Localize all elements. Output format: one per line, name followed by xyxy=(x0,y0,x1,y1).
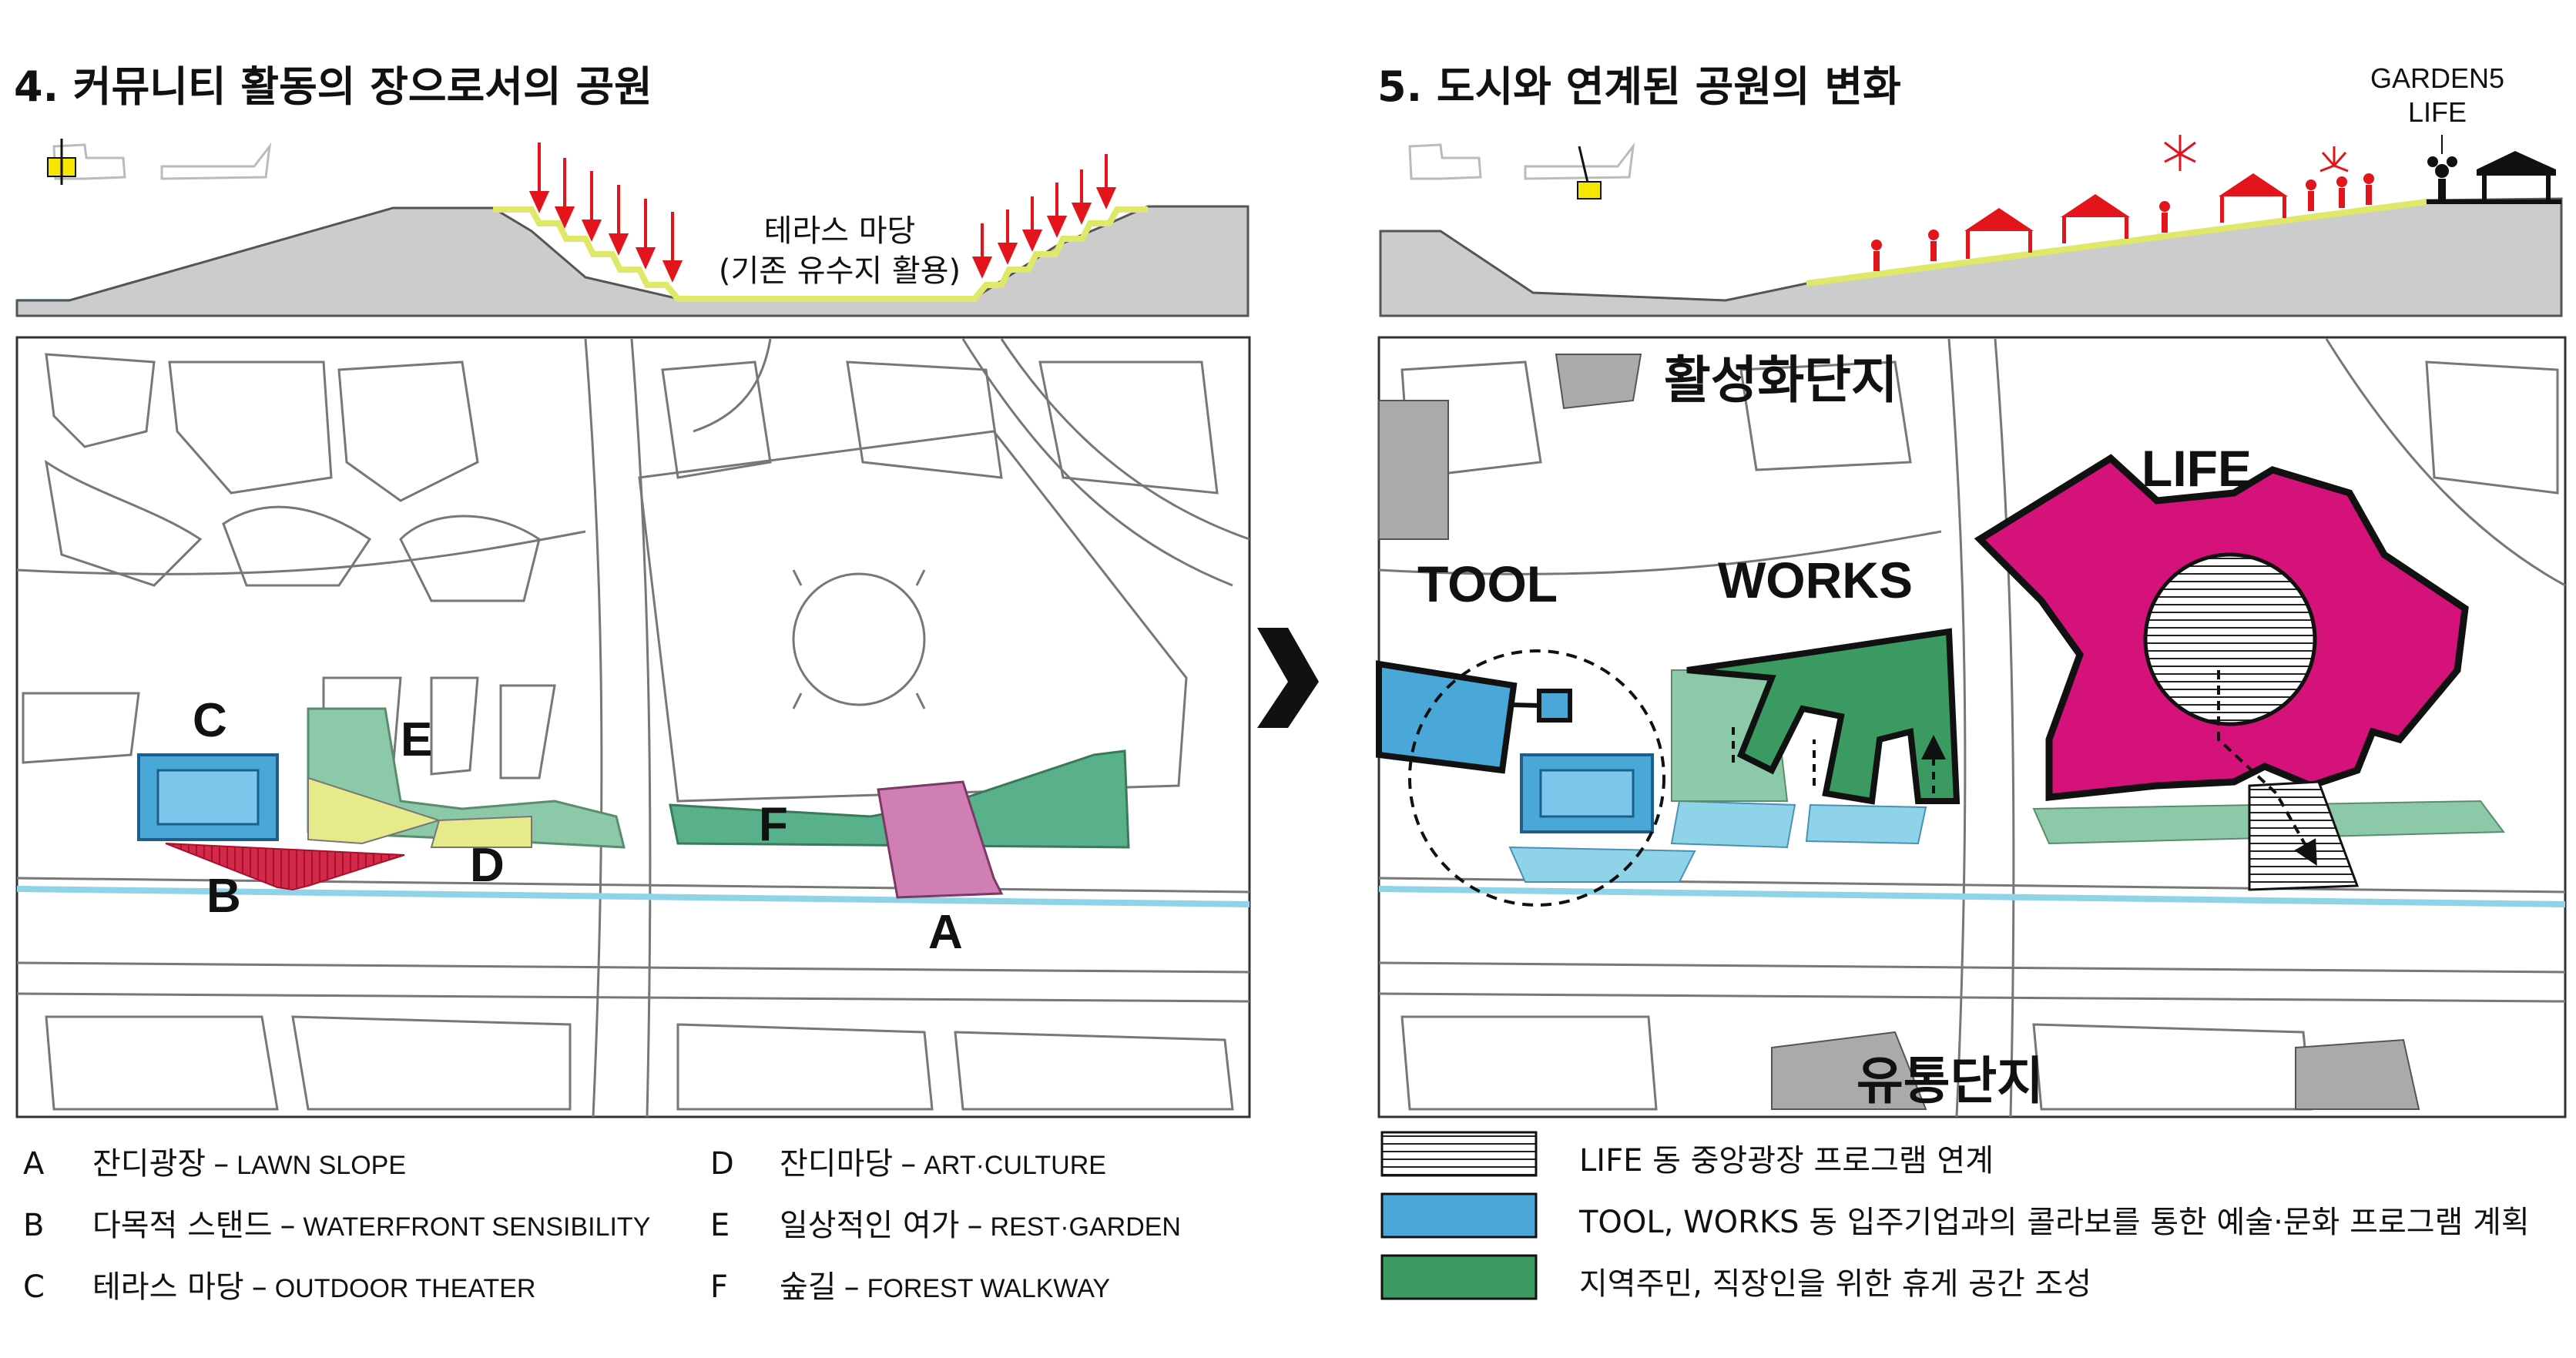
legend-key: B xyxy=(23,1208,45,1243)
works-building xyxy=(1686,628,1961,805)
yellow-marker-icon xyxy=(1577,181,1602,200)
label-e: E xyxy=(401,713,433,766)
legend-en: LAWN SLOPE xyxy=(236,1151,407,1180)
firework-icon xyxy=(2164,135,2196,171)
person-icon xyxy=(2363,173,2374,205)
garden5-line2: LIFE xyxy=(2407,96,2467,128)
legend-dash: – xyxy=(901,1146,917,1182)
legend-ko: 잔디마당 xyxy=(780,1146,894,1182)
arrow-down-icon xyxy=(1095,154,1117,210)
key-map-thumbnail xyxy=(52,142,272,180)
legend-ko: 일상적인 여가 xyxy=(780,1208,960,1243)
label-a: A xyxy=(928,906,963,959)
arrow-down-icon xyxy=(662,212,683,283)
legend-item-f: F 숲길 – FOREST WALKWAY xyxy=(710,1262,1110,1306)
legend-text-hatch: LIFE 동 중앙광장 프로그램 연계 xyxy=(1579,1143,1994,1179)
legend-dash: – xyxy=(844,1269,860,1305)
arrow-down-icon xyxy=(1071,169,1092,225)
arrow-down-icon xyxy=(635,199,656,270)
person-icon xyxy=(1928,230,1939,261)
label-tool: TOOL xyxy=(1417,555,1558,612)
firework-icon xyxy=(2319,146,2349,173)
person-icon xyxy=(2336,176,2347,208)
arrow-down-icon xyxy=(971,223,993,279)
legend-item-c: C 테라스 마당 – OUTDOOR THEATER xyxy=(23,1262,535,1306)
label-north-district: 활성화단지 xyxy=(1664,350,1898,410)
legend-ko: 테라스 마당 xyxy=(92,1269,244,1305)
life-central-plaza xyxy=(2143,552,2317,726)
legend-key: D xyxy=(710,1146,734,1182)
label-d: D xyxy=(470,839,505,892)
arrow-down-icon xyxy=(1046,183,1068,238)
zone-d-lawn xyxy=(307,776,442,845)
tent-icon xyxy=(1964,208,2034,259)
arrow-down-icon xyxy=(528,143,550,213)
label-south-district: 유통단지 xyxy=(1857,1051,2044,1111)
label-life: LIFE xyxy=(2142,440,2252,497)
pavilion-icon xyxy=(2477,151,2556,202)
garden5-line1: GARDEN5 xyxy=(2370,62,2505,94)
tool-building xyxy=(1376,660,1518,774)
arrow-down-icon xyxy=(608,185,629,256)
legend-dash: – xyxy=(967,1208,983,1243)
legend-key: A xyxy=(23,1146,45,1182)
legend-item-e: E 일상적인 여가 – REST·GARDEN xyxy=(710,1200,1181,1245)
legend-ko: 숲길 xyxy=(780,1269,837,1305)
person-icon xyxy=(2159,201,2170,233)
legend-item-b: B 다목적 스탠드 – WATERFRONT SENSIBILITY xyxy=(23,1200,650,1245)
legend-en: REST·GARDEN xyxy=(990,1212,1181,1242)
legend-en: ART·CULTURE xyxy=(924,1151,1106,1180)
legend-key: C xyxy=(23,1269,45,1305)
section-label-line1: 테라스 마당 xyxy=(763,213,916,249)
person-icon xyxy=(1871,240,1882,271)
legend-key: E xyxy=(710,1208,730,1243)
left-section-profile xyxy=(15,139,1249,317)
legend-en: OUTDOOR THEATER xyxy=(274,1274,536,1303)
label-works: WORKS xyxy=(1718,552,1913,609)
person-icon xyxy=(2427,156,2457,202)
legend-en: FOREST WALKWAY xyxy=(867,1274,1111,1303)
zone-b-stand xyxy=(165,843,405,891)
zone-c-terrace xyxy=(137,753,279,841)
person-icon xyxy=(2306,179,2316,211)
arrow-down-icon xyxy=(581,171,602,242)
right-site-map xyxy=(1376,336,2567,1118)
legend-dash: – xyxy=(251,1269,267,1305)
legend-swatch-blue xyxy=(1380,1192,1538,1239)
legend-item-d: D 잔디마당 – ART·CULTURE xyxy=(710,1138,1106,1183)
left-title: 4. 커뮤니티 활동의 장으로서의 공원 xyxy=(14,62,652,111)
arrow-down-icon xyxy=(997,210,1018,265)
legend-swatch-green xyxy=(1380,1254,1538,1300)
legend-key: F xyxy=(710,1269,729,1305)
legend-dash: – xyxy=(213,1146,230,1182)
label-c: C xyxy=(193,694,227,747)
garden5-label: GARDEN5 LIFE xyxy=(2360,62,2514,129)
zone-a-lawn-slope xyxy=(877,780,1004,899)
right-title: 5. 도시와 연계된 공원의 변화 xyxy=(1377,62,1901,111)
arrow-down-icon xyxy=(554,158,575,229)
arrow-down-icon xyxy=(1021,196,1043,252)
label-b: B xyxy=(206,870,241,923)
section-label-line2: (기존 유수지 활용) xyxy=(718,253,961,289)
left-site-map xyxy=(15,336,1251,1118)
right-section-profile xyxy=(1379,135,2563,317)
tent-icon xyxy=(2219,173,2288,223)
legend-en: WATERFRONT SENSIBILITY xyxy=(303,1212,651,1242)
legend-item-a: A 잔디광장 – LAWN SLOPE xyxy=(23,1138,406,1183)
label-f: F xyxy=(759,798,788,851)
legend-text-blue: TOOL, WORKS 동 입주기업과의 콜라보를 통한 예술·문화 프로그램 … xyxy=(1579,1205,2530,1240)
legend-ko: 다목적 스탠드 xyxy=(92,1208,273,1243)
section-label: 테라스 마당 (기존 유수지 활용) xyxy=(713,211,967,291)
tent-icon xyxy=(2061,194,2130,243)
legend-swatch-hatch xyxy=(1380,1131,1538,1177)
red-arrows-left xyxy=(528,143,1117,283)
arrow-right-icon xyxy=(1257,628,1319,728)
legend-text-green: 지역주민, 직장인을 위한 휴게 공간 조성 xyxy=(1579,1266,2092,1302)
legend-ko: 잔디광장 xyxy=(92,1146,206,1182)
key-map-thumbnail-right xyxy=(1408,142,1635,180)
legend-dash: – xyxy=(280,1208,296,1243)
